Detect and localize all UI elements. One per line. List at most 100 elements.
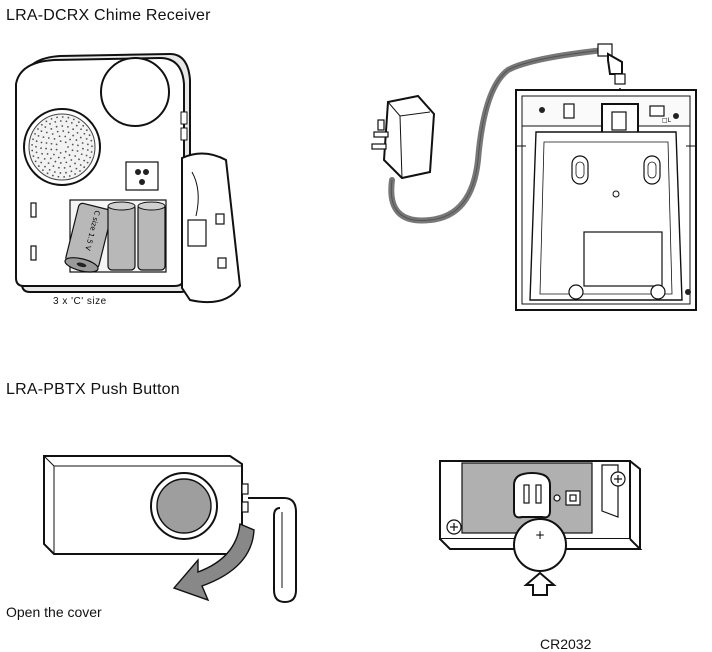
- grille-dot: [40, 147, 42, 150]
- grille-dot: [67, 131, 70, 134]
- grille-dot: [54, 160, 57, 163]
- grille-dot: [85, 129, 88, 132]
- grille-dot: [64, 135, 67, 138]
- grille-dot: [47, 137, 50, 139]
- grille-dot: [89, 156, 92, 159]
- chime-receiver-back-illustration: □L: [515, 89, 697, 311]
- grille-dot: [69, 138, 71, 141]
- grille-dot: [53, 153, 55, 156]
- coin-cell-polarity: +: [535, 528, 545, 542]
- grille-dot: [88, 134, 91, 137]
- grille-dot: [41, 169, 44, 172]
- grille-dot: [43, 158, 46, 160]
- grille-dot: [37, 156, 40, 159]
- grille-dot: [74, 162, 76, 165]
- grille-dot: [37, 165, 40, 167]
- grille-dot: [85, 138, 88, 140]
- grille-dot: [70, 159, 73, 161]
- grille-dot: [78, 158, 80, 161]
- grille-dot: [63, 156, 66, 159]
- grille-dot: [37, 134, 40, 137]
- grille-dot: [59, 151, 62, 154]
- grille-dot: [51, 174, 54, 177]
- grille-dot: [85, 154, 88, 157]
- grille-dot: [37, 128, 39, 130]
- grille-dot: [59, 140, 62, 143]
- grille-dot: [74, 155, 77, 157]
- grille-dot: [69, 165, 72, 168]
- grille-dot: [76, 131, 79, 134]
- grille-dot: [79, 136, 82, 139]
- grille-dot: [70, 170, 73, 173]
- grille-dot: [32, 155, 35, 158]
- grille-dot: [59, 120, 62, 122]
- grille-dot: [45, 147, 47, 150]
- grille-dot: [55, 125, 58, 128]
- grille-dot: [76, 150, 79, 152]
- grille-dot: [31, 149, 34, 152]
- grille-dot: [79, 170, 81, 172]
- grille-dot: [86, 161, 89, 164]
- grille-dot: [52, 165, 55, 168]
- coin-cell-caption: CR2032: [540, 636, 592, 652]
- grille-dot: [50, 142, 53, 145]
- grille-dot: [59, 162, 62, 164]
- grille-dot: [86, 149, 89, 151]
- grille-dot: [68, 154, 71, 156]
- grille-dot: [41, 152, 44, 155]
- grille-dot: [53, 171, 56, 173]
- grille-dot: [75, 124, 78, 127]
- grille-dot: [40, 130, 43, 132]
- grille-dot: [45, 120, 48, 123]
- grille-dot: [90, 151, 93, 153]
- grille-dot: [77, 121, 80, 124]
- grille-dot: [67, 116, 70, 119]
- grille-dot: [83, 159, 86, 162]
- grille-dot: [71, 149, 74, 152]
- grille-dot: [49, 123, 51, 125]
- grille-dot: [90, 139, 93, 142]
- grille-dot: [63, 166, 66, 169]
- grille-dot: [40, 141, 43, 144]
- grille-dot: [35, 151, 38, 154]
- grille-dot: [50, 128, 53, 130]
- grille-dot: [80, 153, 83, 156]
- grille-dot: [44, 165, 46, 168]
- grille-dot: [46, 153, 49, 155]
- grille-dot: [59, 172, 62, 174]
- grille-dot: [67, 146, 69, 148]
- grille-dot: [71, 143, 74, 146]
- battery-size-caption: 3 x 'C' size: [53, 296, 107, 307]
- grille-dot: [72, 118, 75, 121]
- grille-dot: [72, 134, 75, 137]
- grille-dot: [61, 125, 64, 127]
- grille-dot: [44, 126, 47, 128]
- coin-cell-illustration: +: [439, 460, 643, 596]
- grille-dot: [64, 150, 67, 153]
- chime-receiver-title: LRA-DCRX Chime Receiver: [6, 7, 211, 24]
- grille-dot: [56, 130, 59, 133]
- grille-dot: [57, 156, 60, 159]
- grille-dot: [77, 144, 79, 147]
- grille-dot: [61, 116, 64, 118]
- grille-dot: [74, 173, 76, 175]
- grille-dot: [63, 176, 66, 178]
- grille-dot: [65, 161, 68, 164]
- grille-dot: [82, 124, 85, 127]
- grille-dot: [67, 125, 69, 128]
- grille-dot: [82, 147, 84, 150]
- grille-dot: [55, 148, 58, 151]
- open-cover-caption: Open the cover: [6, 604, 102, 620]
- grille-dot: [48, 168, 51, 171]
- grille-dot: [57, 166, 60, 169]
- grille-dot: [68, 175, 71, 177]
- svg-text:□L: □L: [662, 117, 672, 124]
- grille-dot: [91, 145, 93, 148]
- grille-dot: [72, 128, 75, 131]
- grille-dot: [50, 117, 53, 120]
- grille-dot: [81, 142, 84, 144]
- grille-dot: [51, 133, 54, 135]
- grille-dot: [32, 138, 34, 141]
- grille-dot: [75, 167, 78, 170]
- grille-dot: [70, 122, 73, 124]
